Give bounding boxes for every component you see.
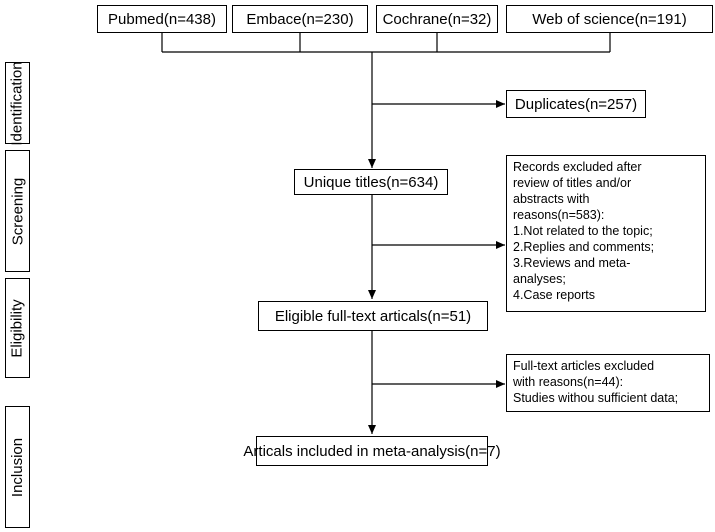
exclusion-line: analyses; [513,272,566,286]
exclusion-line: reasons(n=583): [513,208,605,222]
unique-titles-box: Unique titles(n=634) [294,169,448,195]
exclusion-line: Records excluded after [513,160,642,174]
duplicates-box: Duplicates(n=257) [506,90,646,118]
included-label: Articals included in meta-analysis(n=7) [243,442,501,460]
stage-screening: Screening [5,150,30,272]
source-label: Embace(n=230) [246,10,354,28]
unique-titles-label: Unique titles(n=634) [303,173,439,191]
source-web-of-science: Web of science(n=191) [506,5,713,33]
source-embace: Embace(n=230) [232,5,368,33]
included-box: Articals included in meta-analysis(n=7) [243,436,501,466]
exclusion-line: 4.Case reports [513,288,595,302]
source-cochrane: Cochrane(n=32) [376,5,498,33]
stage-eligibility: Eligibility [5,278,30,378]
fulltext-exclusion-box: Full-text articles excluded with reasons… [506,354,710,412]
exclusion-line: with reasons(n=44): [513,375,624,389]
source-label: Pubmed(n=438) [108,10,216,28]
screen-exclusion-box: Records excluded after review of titles … [506,155,706,312]
exclusion-line: review of titles and/or [513,176,632,190]
exclusion-line: 2.Replies and comments; [513,240,655,254]
duplicates-label: Duplicates(n=257) [514,95,638,113]
stage-inclusion: Inclusion [5,406,30,528]
source-label: Web of science(n=191) [532,10,687,28]
exclusion-line: abstracts with [513,192,590,206]
eligible-box: Eligible full-text articals(n=51) [258,301,488,331]
eligible-label: Eligible full-text articals(n=51) [274,307,472,325]
source-label: Cochrane(n=32) [382,10,492,28]
stage-identification: Identification [5,61,30,145]
exclusion-line: 1.Not related to the topic; [513,224,653,238]
exclusion-line: 3.Reviews and meta- [513,256,631,270]
exclusion-line: Full-text articles excluded [513,359,655,373]
source-pubmed: Pubmed(n=438) [97,5,227,33]
exclusion-line: Studies withou sufficient data; [513,391,679,405]
